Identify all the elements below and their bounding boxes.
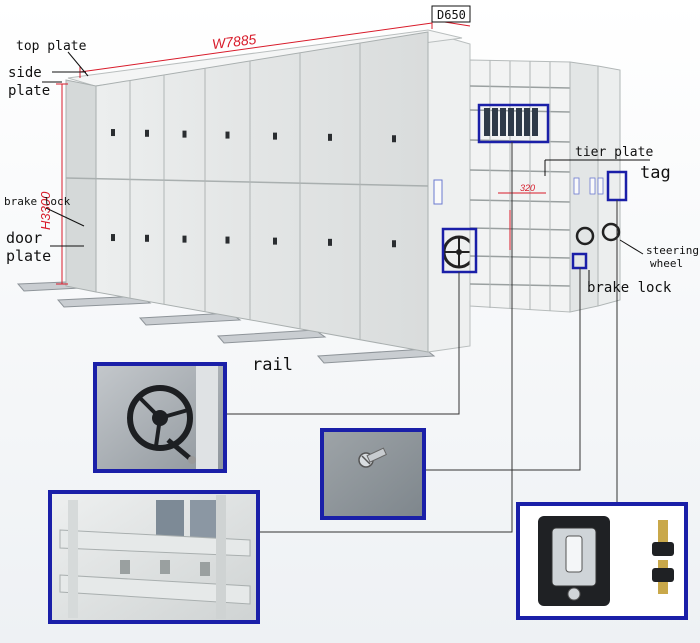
tier-gap-dimension: 320 [520,183,535,193]
door-plate-label-line1: door [6,229,42,247]
tier-plate-highlight [477,103,550,144]
highlight-boxes [441,103,628,274]
height-dimension: H3300 [38,191,53,230]
width-dimension: W7885 [211,31,257,52]
brake-lock-left-label: brake lock [4,195,71,208]
side-plate [65,79,97,293]
tag-lock-photo-inset [516,502,688,620]
tier-plate-photo-inset [48,490,260,624]
floor-rails [16,280,436,364]
open-shelving [469,59,621,313]
steering-wheel-label-line1: steering [646,244,699,257]
brake-lock-photo-inset [320,428,426,520]
top-plate-label: top plate [16,39,87,54]
depth-dimension: D650 [437,8,466,22]
dimension-lines [56,17,471,285]
tier-plate-label: tier plate [575,145,653,160]
front-cabinet [65,29,476,353]
door-plate-label-line2: plate [6,247,51,265]
brake-lock-right-label: brake lock [587,280,672,296]
side-plate-label-line2: plate [8,83,50,99]
steering-wheel-photo-inset [93,362,227,473]
tag-label: tag [640,163,671,183]
side-plate-label-line1: side [8,65,42,81]
leader-lines [42,51,650,282]
rail-label: rail [252,355,293,375]
inset-connectors [224,142,618,533]
steering-wheel-label-line2: wheel [650,257,683,270]
